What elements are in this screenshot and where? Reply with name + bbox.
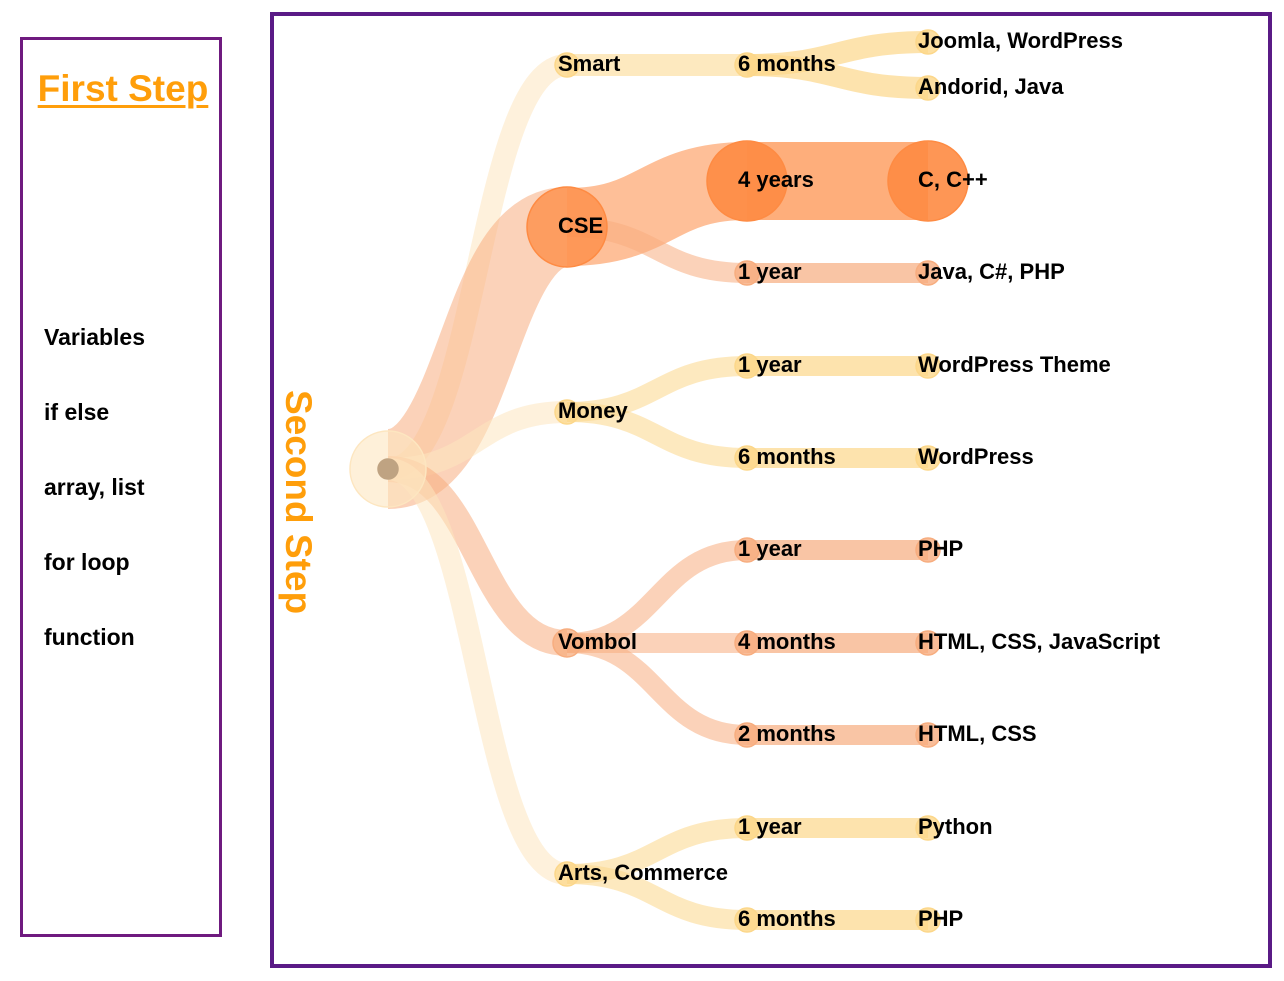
duration-label: 1 year xyxy=(738,259,802,284)
leaf-label: Java, C#, PHP xyxy=(918,259,1065,284)
leaf-label: Python xyxy=(918,814,993,839)
duration-label: 4 years xyxy=(738,167,814,192)
leaf-node xyxy=(915,29,941,55)
group-to-duration-link xyxy=(566,864,748,930)
second-step-title: Second Step xyxy=(278,390,319,614)
first-step-panel: First Step Variables if else array, list… xyxy=(20,37,222,937)
duration-label: 6 months xyxy=(738,51,836,76)
group-label: CSE xyxy=(558,213,603,238)
duration-label: 2 months xyxy=(738,721,836,746)
duration-node xyxy=(734,52,760,78)
leaf-label: WordPress Theme xyxy=(918,352,1111,377)
leaf-label: Andorid, Java xyxy=(918,74,1064,99)
leaf-node xyxy=(915,537,941,563)
leaf-label: PHP xyxy=(918,536,963,561)
leaf-label: Joomla, WordPress xyxy=(918,28,1123,53)
tree-nodes xyxy=(349,29,969,933)
second-step-panel xyxy=(270,12,1272,968)
duration-node xyxy=(734,260,760,286)
group-node xyxy=(554,861,580,887)
duration-label: 1 year xyxy=(738,814,802,839)
leaf-node xyxy=(915,75,941,101)
duration-node xyxy=(734,907,760,933)
duration-to-leaf-link xyxy=(746,54,929,99)
leaf-node xyxy=(915,907,941,933)
leaf-label: PHP xyxy=(918,906,963,931)
leaf-label: C, C++ xyxy=(918,167,988,192)
leaf-node xyxy=(887,140,969,222)
duration-node xyxy=(734,630,760,656)
duration-label: 6 months xyxy=(738,906,836,931)
leaf-label: WordPress xyxy=(918,444,1034,469)
leaf-node xyxy=(915,353,941,379)
group-node xyxy=(554,52,580,78)
first-step-title: First Step xyxy=(37,68,209,109)
leaf-label: HTML, CSS xyxy=(918,721,1037,746)
leaf-node xyxy=(915,260,941,286)
duration-node xyxy=(734,722,760,748)
group-node xyxy=(526,186,608,268)
topic-item: array, list xyxy=(44,474,145,500)
topic-list: Variables if else array, list for loop f… xyxy=(44,322,145,697)
group-label: Money xyxy=(558,398,628,423)
topic-item: if else xyxy=(44,399,110,425)
group-node xyxy=(554,399,580,425)
root-to-group-link xyxy=(386,458,569,885)
duration-label: 4 months xyxy=(738,629,836,654)
topic-item: for loop xyxy=(44,549,130,575)
leaf-label: HTML, CSS, JavaScript xyxy=(918,629,1161,654)
group-to-duration-link xyxy=(566,633,748,745)
duration-node xyxy=(734,353,760,379)
group-node xyxy=(552,628,582,658)
leaf-node xyxy=(915,722,941,748)
root-node xyxy=(377,458,399,480)
duration-node xyxy=(734,537,760,563)
duration-label: 6 months xyxy=(738,444,836,469)
topic-item: function xyxy=(44,624,135,650)
duration-node xyxy=(706,140,788,222)
group-label: Vombol xyxy=(558,629,637,654)
group-label: Arts, Commerce xyxy=(558,860,728,885)
duration-node xyxy=(734,815,760,841)
leaf-node xyxy=(915,445,941,471)
leaf-node xyxy=(915,630,941,656)
group-to-duration-link xyxy=(566,402,748,468)
group-label: Smart xyxy=(558,51,621,76)
duration-label: 1 year xyxy=(738,352,802,377)
duration-label: 1 year xyxy=(738,536,802,561)
duration-node xyxy=(734,445,760,471)
tree-links xyxy=(382,31,929,931)
topic-item: Variables xyxy=(44,324,146,350)
leaf-node xyxy=(915,815,941,841)
